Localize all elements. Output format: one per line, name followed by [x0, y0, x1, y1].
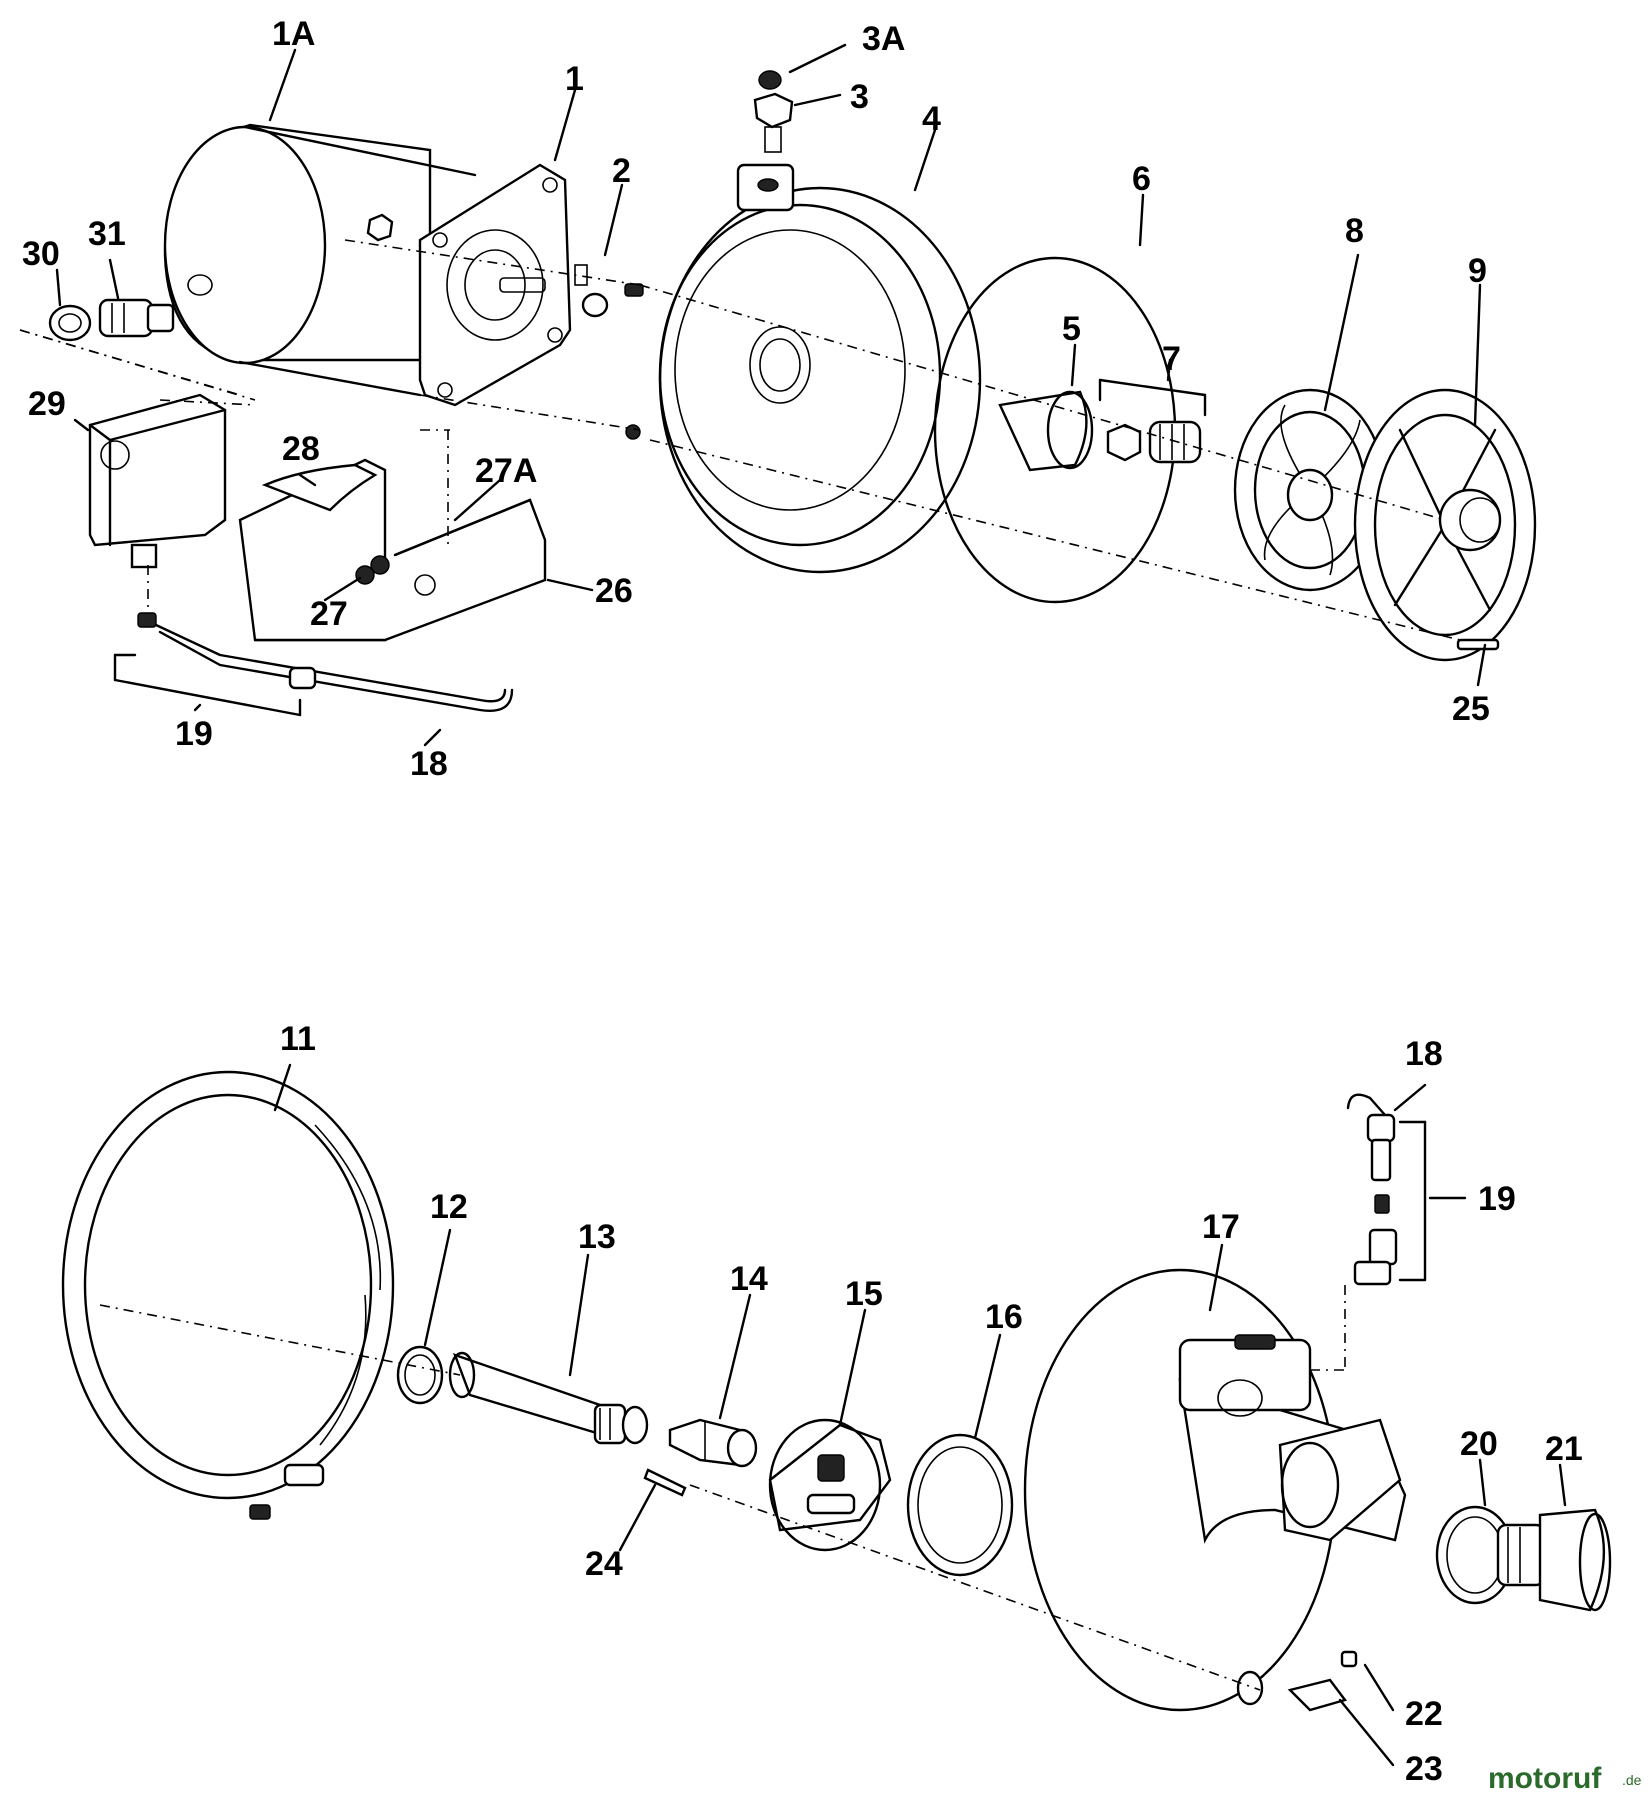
callout-3: 3 — [850, 78, 869, 116]
leader-lines — [55, 43, 1567, 1767]
callout-labels: 1A 1 2 3A 3 4 6 8 9 5 7 30 31 29 28 27A … — [22, 15, 1583, 1788]
callout-12: 12 — [430, 1188, 468, 1226]
diffuser-9 — [1353, 388, 1537, 662]
callout-27: 27 — [310, 595, 348, 633]
base-26-28 — [238, 458, 547, 642]
tube-assembly-18-19 — [113, 612, 514, 717]
callout-20: 20 — [1460, 1425, 1498, 1463]
callout-1A: 1A — [272, 15, 315, 53]
watermark-tld: .de — [1622, 1772, 1642, 1788]
parts-5-7 — [998, 378, 1207, 472]
motor-assembly — [163, 123, 572, 407]
callout-6: 6 — [1132, 160, 1151, 198]
callout-29: 29 — [28, 385, 66, 423]
callout-24: 24 — [585, 1545, 623, 1583]
callout-14: 14 — [730, 1260, 768, 1298]
callout-31: 31 — [88, 215, 126, 253]
fitting-21 — [1496, 1508, 1612, 1612]
callout-27A: 27A — [475, 452, 537, 490]
callout-30: 30 — [22, 235, 60, 273]
callout-21: 21 — [1545, 1430, 1583, 1468]
callout-8: 8 — [1345, 212, 1364, 250]
tube-assembly-18-19-bottom — [1346, 1093, 1427, 1286]
callout-16: 16 — [985, 1298, 1023, 1336]
callout-4: 4 — [922, 100, 941, 138]
nozzle-14 — [668, 1418, 758, 1468]
callout-2: 2 — [612, 152, 631, 190]
callout-5: 5 — [1062, 310, 1081, 348]
callout-13: 13 — [578, 1218, 616, 1256]
callout-19-bottom: 19 — [1478, 1180, 1516, 1218]
impeller-8 — [1233, 388, 1387, 592]
venturi-13 — [448, 1351, 649, 1445]
gasket-16 — [906, 1433, 1014, 1577]
callout-22: 22 — [1405, 1695, 1443, 1733]
callout-9: 9 — [1468, 252, 1487, 290]
pump-housing-4 — [574, 70, 982, 574]
callout-23: 23 — [1405, 1750, 1443, 1788]
callout-1: 1 — [565, 60, 584, 98]
centerlines-top — [19, 239, 1461, 641]
pressure-switch-29 — [88, 393, 227, 569]
watermark-brand: motoruf — [1488, 1762, 1602, 1795]
callout-7: 7 — [1162, 340, 1181, 378]
callout-28: 28 — [282, 430, 320, 468]
oring-12 — [396, 1345, 444, 1405]
callout-18-bottom: 18 — [1405, 1035, 1443, 1073]
clamp-ring-11 — [61, 1070, 395, 1520]
callout-19-top: 19 — [175, 715, 213, 753]
callout-11: 11 — [280, 1020, 316, 1058]
parts-22-23 — [1287, 1650, 1358, 1712]
centerlines-bottom — [99, 1285, 1346, 1691]
callout-15: 15 — [845, 1275, 883, 1313]
parts-30-31 — [48, 298, 175, 342]
callout-26: 26 — [595, 572, 633, 610]
callout-25: 25 — [1452, 690, 1490, 728]
callout-3A: 3A — [862, 20, 905, 58]
watermark: motoruf .de — [1488, 1762, 1642, 1795]
callout-18-top: 18 — [410, 745, 448, 783]
pump-case-17 — [1023, 1268, 1407, 1712]
screw-24 — [643, 1468, 687, 1497]
adapter-15 — [768, 1418, 892, 1552]
callout-17: 17 — [1202, 1208, 1240, 1246]
